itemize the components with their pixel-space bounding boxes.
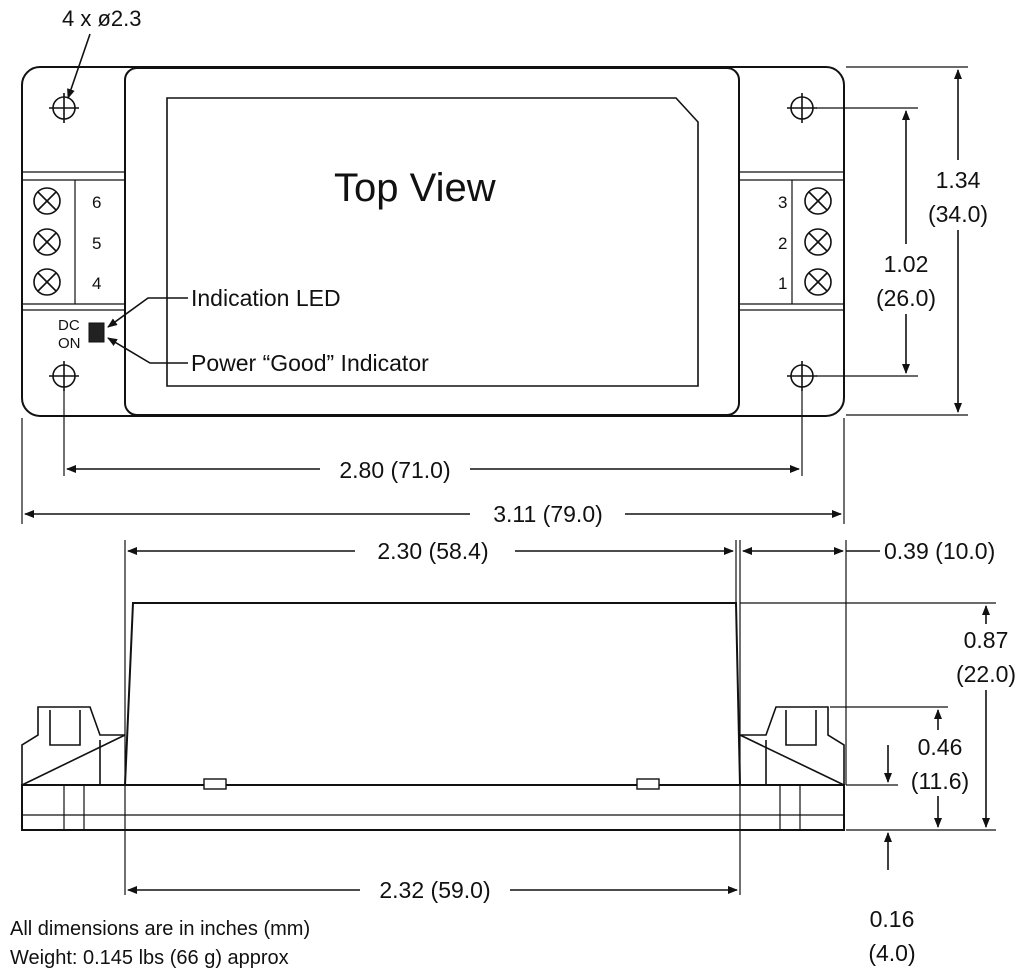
dim-base-length: 2.32 (59.0) bbox=[379, 877, 490, 903]
terminal-screw-2 bbox=[804, 228, 832, 256]
top-view: 6 5 4 3 2 1 4 x ø2.3 Top View DC ON Indi… bbox=[21, 6, 999, 530]
pin-label-1: 1 bbox=[778, 274, 787, 293]
dim-terminal-width: 0.39 (10.0) bbox=[884, 538, 995, 564]
mounting-hole-icon bbox=[787, 361, 817, 391]
vent-slot bbox=[636, 778, 660, 790]
power-good-label: Power “Good” Indicator bbox=[191, 350, 429, 376]
terminal-block-left bbox=[22, 171, 125, 311]
weight-note: Weight: 0.145 lbs (66 g) approx bbox=[10, 947, 289, 969]
dim-hole-vertical-mm: (26.0) bbox=[876, 285, 936, 311]
dim-overall-length: 3.11 (79.0) bbox=[493, 501, 603, 527]
label-area bbox=[166, 97, 699, 387]
pin-label-3: 3 bbox=[778, 193, 787, 212]
dim-hole-horizontal: 2.80 (71.0) bbox=[339, 457, 450, 483]
led-indicator bbox=[88, 322, 105, 343]
pin-label-5: 5 bbox=[92, 234, 101, 253]
dim-case-height-inch: 0.87 bbox=[964, 627, 1009, 653]
case-side-outline bbox=[124, 602, 741, 786]
dim-case-length-top: 2.30 (58.4) bbox=[377, 538, 488, 564]
indication-led-label: Indication LED bbox=[191, 285, 341, 311]
dc-label: DC bbox=[58, 317, 80, 334]
base-flange bbox=[21, 784, 845, 831]
terminal-screw-6 bbox=[33, 187, 61, 215]
on-label: ON bbox=[58, 335, 81, 352]
dim-hole-vertical-inch: 1.02 bbox=[884, 251, 929, 277]
terminal-screw-1 bbox=[804, 268, 832, 296]
terminal-screw-4 bbox=[33, 268, 61, 296]
dim-height-mm: (34.0) bbox=[928, 201, 988, 227]
pin-label-4: 4 bbox=[92, 274, 101, 293]
side-view: 2.30 (58.4) 0.39 (10.0) 0.87 (22.0) 0.46… bbox=[21, 535, 1024, 966]
terminal-block-right bbox=[739, 171, 844, 311]
dim-terminal-height-inch: 0.46 bbox=[918, 734, 963, 760]
terminal-profile-right bbox=[739, 706, 845, 830]
terminal-screw-5 bbox=[33, 228, 61, 256]
mounting-hole-icon bbox=[787, 93, 817, 123]
pin-label-2: 2 bbox=[778, 234, 787, 253]
hole-callout: 4 x ø2.3 bbox=[62, 6, 141, 31]
vent-slot bbox=[203, 778, 227, 790]
dim-terminal-height-mm: (11.6) bbox=[911, 768, 969, 794]
mounting-hole-icon bbox=[49, 93, 79, 123]
top-view-title: Top View bbox=[334, 166, 496, 210]
terminal-screw-3 bbox=[804, 187, 832, 215]
dim-flange-thickness-inch: 0.16 bbox=[870, 906, 915, 932]
dim-case-height-mm: (22.0) bbox=[956, 661, 1016, 687]
terminal-profile-left bbox=[21, 706, 126, 830]
dim-height-inch: 1.34 bbox=[936, 167, 981, 193]
units-note: All dimensions are in inches (mm) bbox=[10, 918, 310, 940]
mounting-hole-icon bbox=[49, 361, 79, 391]
pin-label-6: 6 bbox=[92, 193, 101, 212]
dim-flange-thickness-mm: (4.0) bbox=[868, 940, 915, 966]
case-top-outline bbox=[124, 67, 740, 416]
